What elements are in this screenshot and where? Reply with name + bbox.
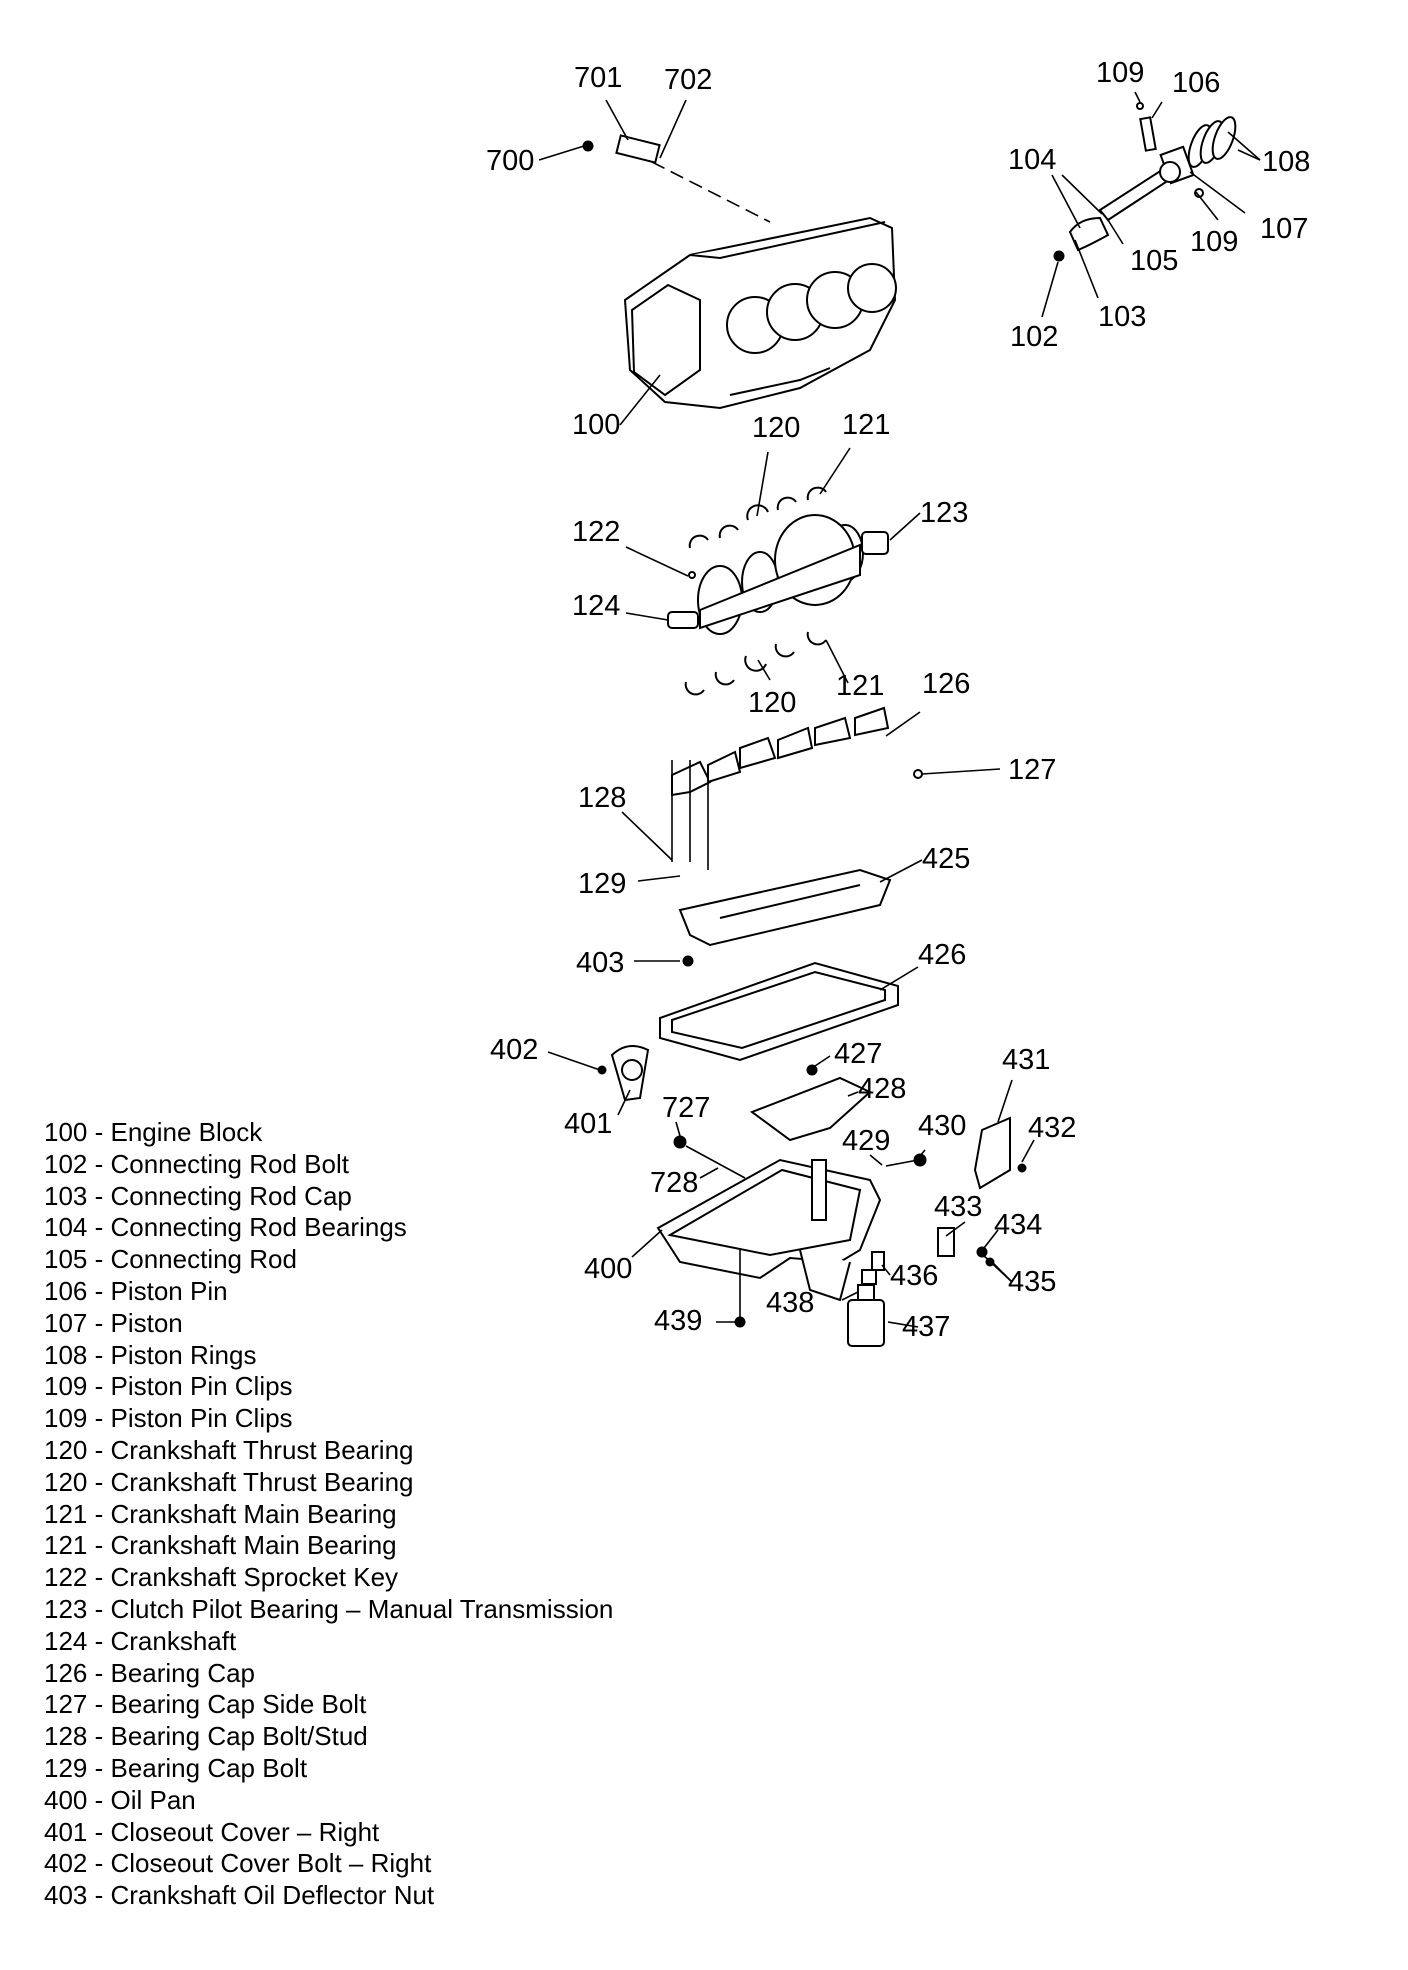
callout-426: 426 [918, 939, 966, 971]
callout-433: 433 [934, 1191, 982, 1223]
callout-106: 106 [1172, 67, 1220, 99]
legend-item: 126 - Bearing Cap [44, 1657, 256, 1688]
callout-109: 109 [1096, 57, 1144, 89]
legend-item: 109 - Piston Pin Clips [44, 1403, 293, 1434]
piston-assembly [1053, 102, 1237, 262]
legend-item: 120 - Crankshaft Thrust Bearing [44, 1466, 414, 1497]
legend-item: 123 - Clutch Pilot Bearing – Manual Tran… [44, 1593, 614, 1624]
callout-129: 129 [578, 868, 626, 900]
callout-128: 128 [578, 782, 626, 814]
callout-430: 430 [918, 1110, 966, 1142]
oil-pan [656, 1158, 882, 1302]
engine-block [623, 216, 897, 410]
callout-701: 701 [574, 62, 622, 94]
callout-120: 120 [748, 687, 796, 719]
callout-403: 403 [576, 947, 624, 979]
legend-item: 402 - Closeout Cover Bolt – Right [44, 1848, 432, 1879]
part-700-701-702 [582, 134, 771, 223]
callout-431: 431 [1002, 1044, 1050, 1076]
callout-401: 401 [564, 1108, 612, 1140]
callout-122: 122 [572, 516, 620, 548]
oil-filter-fittings [734, 1227, 995, 1347]
callout-702: 702 [664, 64, 712, 96]
callout-439: 439 [654, 1305, 702, 1337]
legend-item: 100 - Engine Block [44, 1117, 263, 1147]
callout-123: 123 [920, 497, 968, 529]
callout-126: 126 [922, 668, 970, 700]
legend-item: 121 - Crankshaft Main Bearing [44, 1530, 397, 1561]
callout-400: 400 [584, 1253, 632, 1285]
closeout-cover [597, 1045, 650, 1102]
callout-428: 428 [858, 1073, 906, 1105]
callout-102: 102 [1010, 321, 1058, 353]
callout-429: 429 [842, 1125, 890, 1157]
legend-item: 104 - Connecting Rod Bearings [44, 1212, 407, 1243]
legend-item: 109 - Piston Pin Clips [44, 1371, 293, 1402]
bolts-727-728 [673, 1135, 746, 1179]
legend-item: 120 - Crankshaft Thrust Bearing [44, 1434, 414, 1465]
callout-124: 124 [572, 590, 620, 622]
legend-item: 106 - Piston Pin [44, 1275, 228, 1306]
callout-121: 121 [842, 409, 890, 441]
legend-item: 122 - Crankshaft Sprocket Key [44, 1562, 399, 1593]
legend-item: 105 - Connecting Rod [44, 1244, 297, 1275]
legend-item: 121 - Crankshaft Main Bearing [44, 1498, 397, 1529]
oil-deflector [678, 868, 892, 967]
legend-item: 403 - Crankshaft Oil Deflector Nut [44, 1880, 435, 1911]
callout-436: 436 [890, 1260, 938, 1292]
callout-100: 100 [572, 409, 620, 441]
callout-435: 435 [1008, 1266, 1056, 1298]
legend-item: 127 - Bearing Cap Side Bolt [44, 1689, 367, 1720]
legend-item: 129 - Bearing Cap Bolt [44, 1752, 308, 1783]
callout-700: 700 [486, 145, 534, 177]
oil-pan-baffle [749, 1064, 872, 1142]
callout-103: 103 [1098, 301, 1146, 333]
legend-item: 103 - Connecting Rod Cap [44, 1180, 352, 1211]
legend-item: 102 - Connecting Rod Bolt [44, 1148, 349, 1179]
callout-432: 432 [1028, 1112, 1076, 1144]
callout-121: 121 [836, 670, 884, 702]
crankshaft-bearings [667, 486, 889, 696]
callout-109: 109 [1190, 226, 1238, 258]
callout-127: 127 [1008, 754, 1056, 786]
callout-438: 438 [766, 1287, 814, 1319]
legend-item: 401 - Closeout Cover – Right [44, 1816, 380, 1847]
legend-item: 108 - Piston Rings [44, 1339, 257, 1370]
legend-item: 400 - Oil Pan [44, 1784, 196, 1815]
bearing-caps [671, 706, 923, 870]
callout-108: 108 [1262, 146, 1310, 178]
callout-434: 434 [994, 1209, 1042, 1241]
callout-402: 402 [490, 1034, 538, 1066]
callout-427: 427 [834, 1038, 882, 1070]
legend-item: 128 - Bearing Cap Bolt/Stud [44, 1721, 368, 1752]
callout-105: 105 [1130, 245, 1178, 277]
callout-425: 425 [922, 843, 970, 875]
callout-104: 104 [1008, 144, 1056, 176]
callout-437: 437 [902, 1311, 950, 1343]
parts-legend: 100 - Engine Block 102 - Connecting Rod … [44, 1117, 613, 1912]
callout-727: 727 [662, 1092, 710, 1124]
cover-431 [885, 1116, 1027, 1190]
legend-item: 124 - Crankshaft [44, 1625, 237, 1656]
callout-728: 728 [650, 1167, 698, 1199]
legend-item: 107 - Piston [44, 1307, 183, 1338]
callout-120: 120 [752, 412, 800, 444]
oil-pan-gasket [659, 961, 899, 1062]
callout-107: 107 [1260, 213, 1308, 245]
